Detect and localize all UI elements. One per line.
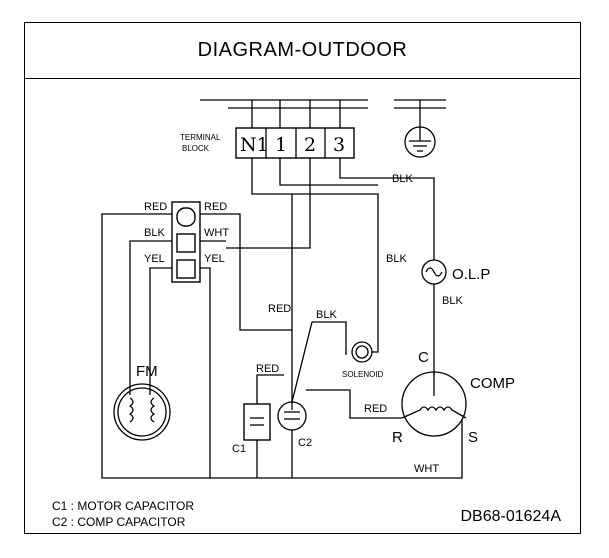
terminal-3: 3 <box>333 134 345 156</box>
wire-label-red: RED <box>144 201 167 213</box>
wire-c2-sol <box>291 321 347 403</box>
solenoid-icon <box>351 341 373 363</box>
terminal-block <box>235 127 355 159</box>
wire-sol <box>372 345 379 353</box>
c2-label: C2 <box>298 437 312 449</box>
olp-icon <box>421 259 447 285</box>
wire-label-blk: BLK <box>442 295 463 307</box>
ground-icon <box>404 126 436 158</box>
terminal-n1: N1 <box>240 134 269 156</box>
comp-terminal-r: R <box>392 429 403 446</box>
connector-pin <box>176 233 196 253</box>
compressor <box>401 371 467 437</box>
wire-label-red: RED <box>256 363 279 375</box>
wire-label-yel: YEL <box>204 253 225 265</box>
wire-label-blk: BLK <box>386 253 407 265</box>
terminal-block-label: TERMINAL <box>180 133 221 142</box>
connector-pin <box>176 259 196 279</box>
wire-yel-right <box>200 267 211 478</box>
fan-motor <box>113 383 171 441</box>
wire-c2-wht <box>291 420 463 479</box>
wire-label-red: RED <box>204 201 227 213</box>
solenoid-label: SOLENOID <box>342 370 384 379</box>
wire-n1 <box>251 158 379 345</box>
legend: C1 : MOTOR CAPACITOR C2 : COMP CAPACITOR <box>52 498 194 530</box>
wire-c1-red <box>256 374 284 404</box>
title-bar: DIAGRAM-OUTDOOR <box>25 23 580 79</box>
wire-1 <box>279 158 378 186</box>
wire-label-red: RED <box>268 303 291 315</box>
olp-label: O.L.P <box>452 266 490 283</box>
fan-motor-label: FM <box>136 363 158 380</box>
wire-fm-red <box>101 213 292 479</box>
wire-c2-red <box>306 389 402 419</box>
wire-2-wht <box>226 158 311 249</box>
wire-label-wht: WHT <box>204 227 229 239</box>
legend-item: C2 : COMP CAPACITOR <box>52 515 186 529</box>
legend-item: C1 : MOTOR CAPACITOR <box>52 499 195 513</box>
c1-label: C1 <box>232 443 246 455</box>
wire-label-blk: BLK <box>316 309 337 321</box>
wire-label-blk: BLK <box>392 173 413 185</box>
terminal-1: 1 <box>275 134 287 156</box>
comp-terminal-c: C <box>418 349 429 366</box>
wire-label-yel: YEL <box>144 253 165 265</box>
wire-label-wht: WHT <box>414 463 439 475</box>
terminal-2: 2 <box>304 134 316 156</box>
comp-label: COMP <box>470 375 515 392</box>
wire-label-red: RED <box>364 403 387 415</box>
wire-fm-yel <box>149 267 172 395</box>
wire-fm-blk <box>129 240 172 395</box>
document-code: DB68-01624A <box>460 508 561 525</box>
terminal-block-label: BLOCK <box>182 144 210 153</box>
comp-terminal-s: S <box>468 429 478 446</box>
wire-red-right <box>200 213 292 331</box>
motor-capacitor <box>243 403 271 441</box>
diagram-frame: DIAGRAM-OUTDOOR <box>24 22 581 534</box>
wire-label-blk: BLK <box>144 227 165 239</box>
connector-pin <box>176 207 196 227</box>
wire-3-blk <box>339 158 435 260</box>
page-title: DIAGRAM-OUTDOOR <box>197 39 408 61</box>
